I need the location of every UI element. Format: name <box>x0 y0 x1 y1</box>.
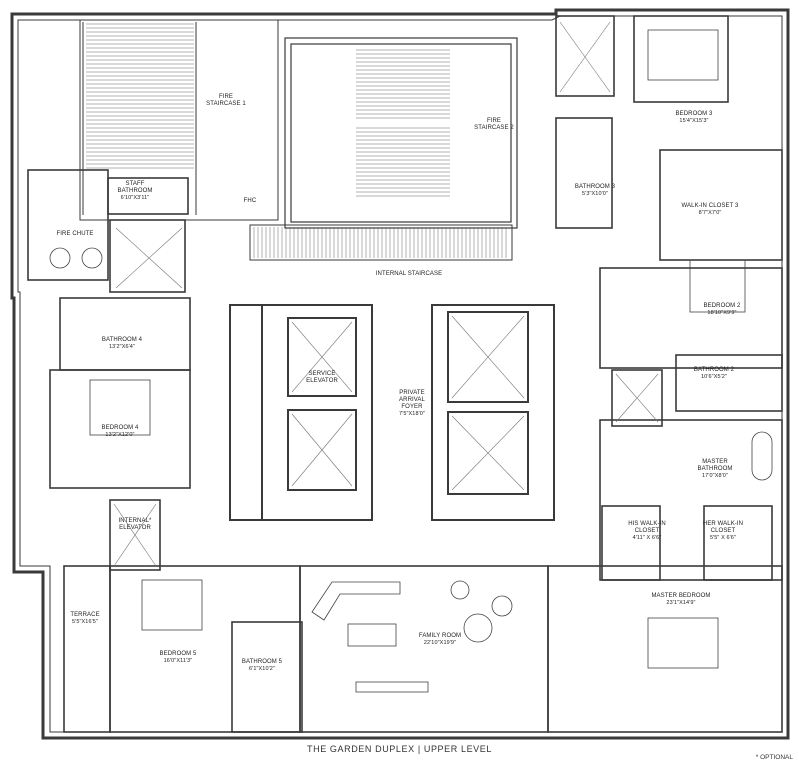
room-dim: 5'3"X10'0" <box>582 191 608 197</box>
label-fire-chute: FIRE CHUTE <box>50 231 100 238</box>
room-dim: 5'5" X 6'6" <box>709 535 737 541</box>
room-name: FHC <box>243 198 257 204</box>
room-name: BATHROOM 3 <box>574 184 616 190</box>
left-rooms <box>27 169 191 571</box>
room-dim: 17'0"X8'0" <box>702 473 728 479</box>
room-name: HER WALK-IN CLOSET <box>702 521 744 534</box>
room-dim: 18'10"X9'9" <box>707 310 737 316</box>
beds <box>89 29 746 669</box>
label-internal-staircase: INTERNAL STAIRCASE <box>364 271 454 278</box>
room-dim: 16'0"X11'3" <box>163 658 193 664</box>
room-name: BATHROOM 5 <box>241 659 283 665</box>
room-name: FIRE CHUTE <box>56 231 94 237</box>
label-internal-elevator: INTERNAL* ELEVATOR <box>110 518 160 532</box>
room-name: BEDROOM 3 <box>675 111 713 117</box>
room-name: STAFF BATHROOM <box>117 181 153 194</box>
right-rooms <box>555 15 783 581</box>
room-name: BEDROOM 4 <box>101 425 139 431</box>
room-dim: 5'5"X16'5" <box>72 619 98 625</box>
stair-treads <box>86 23 507 258</box>
internal-staircase <box>249 224 513 261</box>
room-dim: 4'11" X 6'6" <box>632 535 662 541</box>
room-name: INTERNAL* ELEVATOR <box>118 518 152 531</box>
room-name: SERVICE ELEVATOR <box>306 371 338 384</box>
family-room-furniture <box>311 580 513 693</box>
room-dim: 8'7"X7'0" <box>698 210 722 216</box>
room-dim: 10'6"X5'2" <box>701 374 727 380</box>
room-dim: 15'4"X15'3" <box>679 118 709 124</box>
shaft-markers <box>113 21 659 567</box>
room-name: TERRACE <box>70 612 100 618</box>
room-name: WALK-IN CLOSET 3 <box>681 203 739 209</box>
room-name: BEDROOM 5 <box>159 651 197 657</box>
room-dim: 22'10"X19'9" <box>423 640 457 646</box>
room-dim: 7'5"X18'0" <box>399 411 425 417</box>
room-name: PRIVATE ARRIVAL FOYER <box>399 390 425 410</box>
room-name: MASTER BATHROOM <box>697 459 733 472</box>
room-name: FIRE STAIRCASE 1 <box>206 94 246 107</box>
room-dim: 13'2"X12'0" <box>105 432 135 438</box>
room-dim: 6'1"X10'2" <box>249 666 275 672</box>
inner-wall <box>17 15 783 733</box>
room-name: FAMILY ROOM <box>418 633 462 639</box>
room-name: MASTER BEDROOM <box>651 593 711 599</box>
room-name: BEDROOM 2 <box>703 303 741 309</box>
bathtub <box>751 431 773 481</box>
elevator-core <box>229 304 555 521</box>
room-name: BATHROOM 2 <box>693 367 735 373</box>
label-fhc: FHC <box>238 198 262 205</box>
room-name: HIS WALK-IN CLOSET <box>628 521 666 534</box>
room-name: BATHROOM 4 <box>101 337 143 343</box>
room-dim: 23'1"X14'9" <box>666 600 696 606</box>
room-dim: 6'10"X3'11" <box>120 195 150 201</box>
plan-title: THE GARDEN DUPLEX | UPPER LEVEL <box>307 744 492 754</box>
label-fire-staircase-2: FIRE STAIRCASE 2 <box>464 118 524 132</box>
room-name: FIRE STAIRCASE 2 <box>474 118 514 131</box>
room-name: INTERNAL STAIRCASE <box>375 271 443 277</box>
label-service-elevator: SERVICE ELEVATOR <box>298 371 346 385</box>
outer-wall <box>10 8 790 740</box>
bottom-rooms <box>63 565 783 733</box>
room-dim: 13'2"X6'4" <box>109 344 135 350</box>
optional-footnote: * OPTIONAL <box>755 754 793 761</box>
fire-staircase-2 <box>284 37 518 229</box>
fire-chute <box>49 247 103 269</box>
label-fire-staircase-1: FIRE STAIRCASE 1 <box>196 94 256 108</box>
